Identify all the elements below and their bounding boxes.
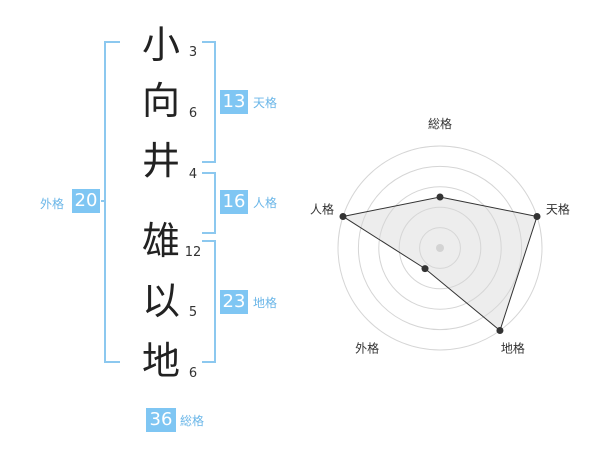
name-char-3: 井 bbox=[141, 139, 180, 183]
stroke-count-5: 5 bbox=[188, 305, 198, 320]
stroke-count-6: 6 bbox=[188, 366, 198, 381]
radar-axis-label-3: 地格 bbox=[501, 340, 525, 355]
soukaku-badge: 36 bbox=[146, 408, 176, 432]
tenkaku-bracket bbox=[202, 41, 216, 163]
chikaku-label: 地格 bbox=[253, 296, 278, 310]
radar-axis-label-2: 天格 bbox=[546, 202, 570, 217]
jinkaku-badge: 16 bbox=[220, 190, 248, 214]
radar-point-2 bbox=[533, 212, 541, 220]
radar-point-1 bbox=[436, 193, 444, 201]
jinkaku-label: 人格 bbox=[253, 196, 278, 210]
radar-axis-label-4: 外格 bbox=[355, 340, 379, 355]
chikaku-bracket bbox=[202, 240, 216, 363]
gaikaku-label: 外格 bbox=[40, 197, 65, 211]
gaikaku-bracket bbox=[104, 41, 120, 363]
name-char-4: 雄 bbox=[141, 219, 180, 263]
name-char-1: 小 bbox=[141, 23, 180, 67]
tenkaku-label: 天格 bbox=[253, 96, 278, 110]
name-char-6: 地 bbox=[141, 339, 180, 383]
chikaku-badge: 23 bbox=[220, 290, 248, 314]
gaikaku-badge: 20 bbox=[72, 189, 100, 213]
tenkaku-badge: 13 bbox=[220, 90, 248, 114]
stroke-count-3: 4 bbox=[188, 167, 198, 182]
radar-ring-5 bbox=[337, 145, 543, 351]
radar-point-4 bbox=[421, 265, 429, 273]
radar-axis-label-1: 総格 bbox=[428, 116, 452, 131]
radar-point-3 bbox=[496, 327, 504, 335]
radar-point-5 bbox=[339, 212, 347, 220]
soukaku-label: 総格 bbox=[180, 414, 205, 428]
stroke-count-2: 6 bbox=[188, 106, 198, 121]
radar-ring-3 bbox=[378, 186, 502, 310]
radar-ring-2 bbox=[398, 206, 482, 290]
stroke-count-4: 12 bbox=[184, 245, 202, 260]
radar-center bbox=[436, 244, 444, 252]
name-char-5: 以 bbox=[141, 279, 180, 323]
radar-axis-label-5: 人格 bbox=[310, 202, 334, 217]
radar-polygon bbox=[341, 196, 538, 332]
gaikaku-connector bbox=[101, 200, 105, 202]
jinkaku-bracket bbox=[202, 172, 216, 234]
stroke-count-1: 3 bbox=[188, 45, 198, 60]
name-char-2: 向 bbox=[141, 79, 180, 123]
radar-ring-1 bbox=[419, 227, 461, 269]
radar-ring-4 bbox=[357, 165, 523, 331]
